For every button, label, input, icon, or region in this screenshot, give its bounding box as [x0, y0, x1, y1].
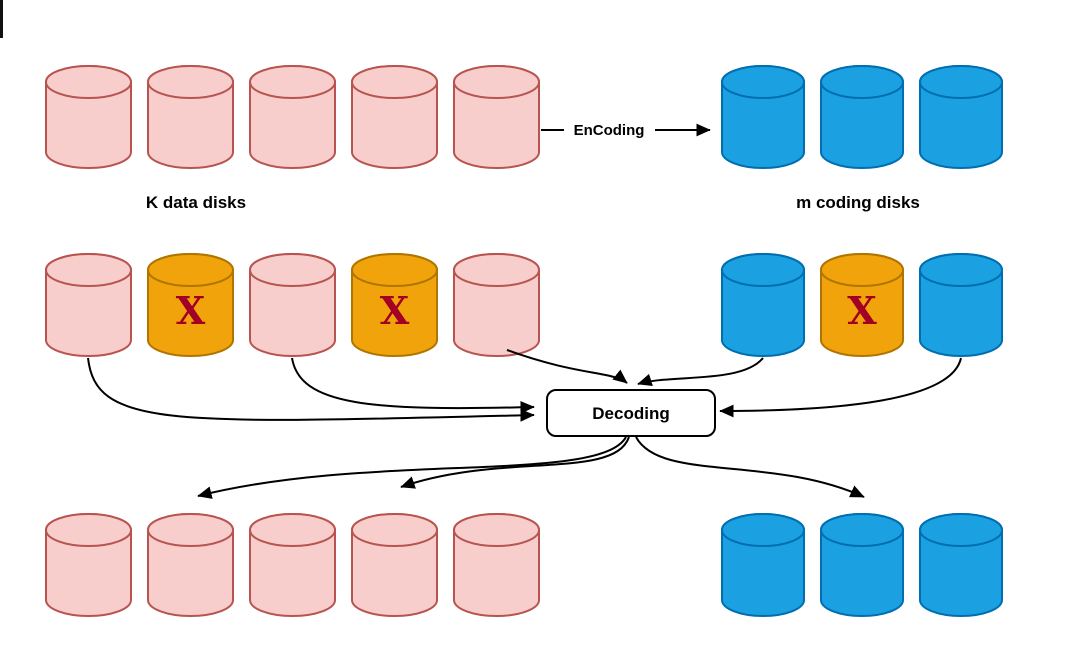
top-data-disk-5	[453, 65, 540, 169]
top-coding-disk-2	[820, 65, 904, 169]
arrow-decoding-to-data4	[400, 436, 630, 489]
encoding-label: EnCoding	[574, 122, 645, 139]
disk-top-ellipse	[249, 253, 336, 287]
arrow-decoding-to-data2	[197, 436, 627, 499]
failed-x-mark: X	[847, 288, 877, 333]
decoding-label: Decoding	[592, 404, 669, 423]
disk-top-ellipse	[919, 65, 1003, 99]
bottom-data-disk-1	[45, 513, 132, 617]
disk-top-ellipse	[721, 513, 805, 547]
disk-top-ellipse	[351, 253, 438, 287]
coding-disks-label: m coding disks	[796, 193, 920, 212]
arrow-coding1-to-decoding	[637, 357, 764, 387]
disk-top-ellipse	[45, 513, 132, 547]
failed-x-mark: X	[176, 288, 206, 333]
bottom-data-disk-4	[351, 513, 438, 617]
middle-coding-disk-2-failed: X	[820, 253, 904, 357]
disk-top-ellipse	[820, 513, 904, 547]
bottom-coding-disk-2	[820, 513, 904, 617]
arrow-decoding-to-coding2	[635, 436, 865, 498]
arrow-data3-to-decoding	[291, 357, 535, 414]
bottom-data-disk-2	[147, 513, 234, 617]
bottom-coding-disk-1	[721, 513, 805, 617]
middle-data-disk-4-failed: X	[351, 253, 438, 357]
disk-top-ellipse	[453, 253, 540, 287]
arrow-data5-to-decoding	[506, 349, 628, 384]
disk-top-ellipse	[351, 513, 438, 547]
disk-top-ellipse	[721, 65, 805, 99]
arrow-data1-to-decoding	[87, 357, 535, 422]
middle-data-disk-2-failed: X	[147, 253, 234, 357]
disk-top-ellipse	[919, 513, 1003, 547]
disk-top-ellipse	[820, 65, 904, 99]
bottom-data-disk-5	[453, 513, 540, 617]
disk-top-ellipse	[45, 65, 132, 99]
disk-top-ellipse	[249, 513, 336, 547]
middle-data-disk-1	[45, 253, 132, 357]
middle-coding-disk-3	[919, 253, 1003, 357]
disk-top-ellipse	[721, 253, 805, 287]
decoding-box-rect	[546, 389, 716, 437]
corner-mark	[0, 0, 3, 38]
disk-top-ellipse	[147, 513, 234, 547]
failed-x-mark: X	[380, 288, 410, 333]
middle-data-disk-5	[453, 253, 540, 357]
disk-top-ellipse	[147, 253, 234, 287]
top-coding-disk-1	[721, 65, 805, 169]
disk-top-ellipse	[453, 513, 540, 547]
arrows-layer	[87, 123, 962, 499]
disk-top-ellipse	[453, 65, 540, 99]
bottom-coding-disk-3	[919, 513, 1003, 617]
disk-top-ellipse	[147, 65, 234, 99]
disk-top-ellipse	[249, 65, 336, 99]
middle-data-disk-3	[249, 253, 336, 357]
bottom-data-disk-3	[249, 513, 336, 617]
middle-coding-disk-1	[721, 253, 805, 357]
top-data-disk-4	[351, 65, 438, 169]
disk-top-ellipse	[820, 253, 904, 287]
arrow-coding3-to-decoding	[719, 357, 962, 418]
disk-top-ellipse	[45, 253, 132, 287]
disk-top-ellipse	[919, 253, 1003, 287]
decoding-box: Decoding	[546, 389, 716, 437]
top-data-disk-2	[147, 65, 234, 169]
data-disks-label: K data disks	[146, 193, 246, 212]
disk-top-ellipse	[351, 65, 438, 99]
top-data-disk-3	[249, 65, 336, 169]
top-coding-disk-3	[919, 65, 1003, 169]
top-data-disk-1	[45, 65, 132, 169]
